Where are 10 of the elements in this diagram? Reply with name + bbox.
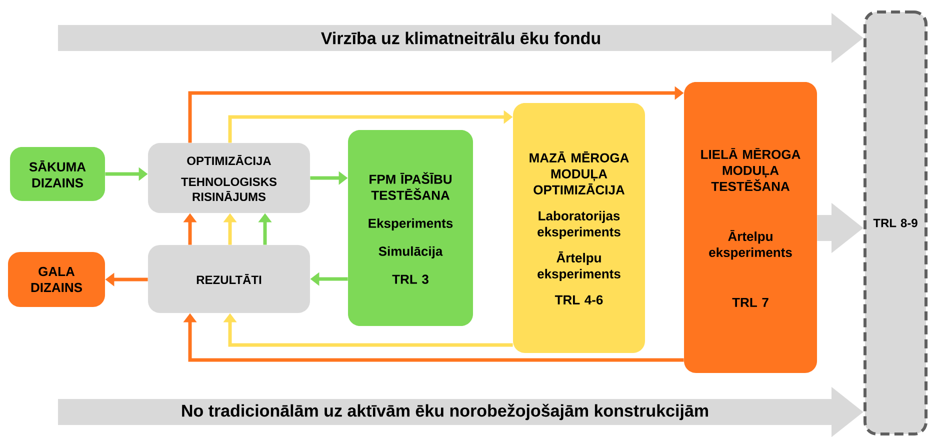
process-box: OPTIMIZĀCIJA TEHNOLOGISKS RISINĀJUMS <box>148 143 310 213</box>
end-box: GALA DIZAINS <box>8 252 105 307</box>
edge-label: No tradicionālām uz aktīvām ēku norobežojošajām konstrukcijām <box>180 402 710 422</box>
stage-box: FPM ĪPAŠĪBU TESTĒŠANA Eksperiments Simulācija TRL 3 <box>348 130 473 326</box>
start-box: SĀKUMA DIZAINS <box>10 147 105 201</box>
target-box: TRL 8-9 <box>864 10 928 436</box>
edge-label: Virzība uz klimatneitrālu ēku fondu <box>320 30 602 46</box>
process-box: REZULTĀTI <box>148 245 310 313</box>
stage-box: LIELĀ MĒROGA MODUĻA TESTĒŠANA Ārtelpu eksperiments TRL 7 <box>684 82 817 373</box>
stage-box: MAZĀ MĒROGA MODUĻA OPTIMIZĀCIJA Laboratorijas eksperiments Ārtelpu eksperiments TRL 4-6 <box>513 103 645 353</box>
